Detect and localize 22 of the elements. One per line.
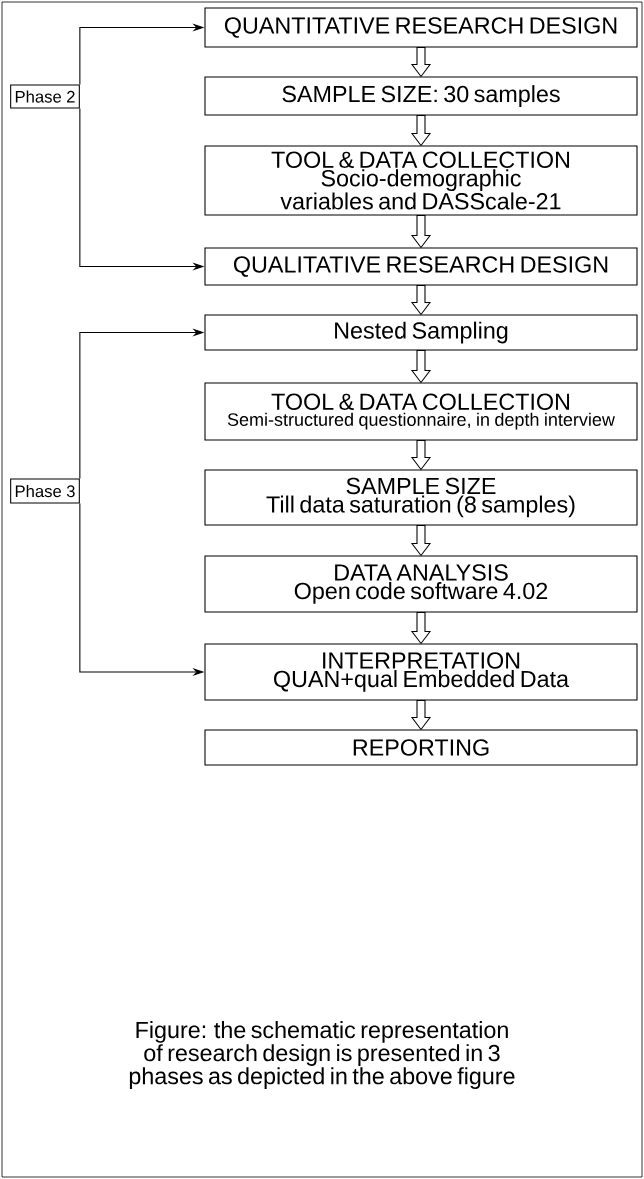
- process-box: TOOL & DATA COLLECTION Semi-structured questionnaire, in depth interview: [204, 382, 638, 441]
- hollow-arrow: [410, 115, 432, 147]
- process-box: SAMPLE SIZE: 30 samples: [204, 76, 638, 116]
- process-box: INTERPRETATION QUAN+qual Embedded Data: [204, 643, 638, 701]
- phase-label: Phase 2: [10, 84, 80, 109]
- hollow-arrow: [410, 440, 432, 471]
- hollow-arrow: [410, 350, 432, 384]
- process-box: QUANTITATIVE RESEARCH DESIGN: [204, 7, 638, 48]
- process-box: QUALITATIVE RESEARCH DESIGN: [204, 247, 638, 286]
- process-box: SAMPLE SIZE Till data saturation (8 samples): [204, 469, 638, 526]
- hollow-arrow: [410, 215, 432, 249]
- process-box: DATA ANALYSIS Open code software 4.02: [204, 555, 638, 613]
- hollow-arrow: [410, 525, 432, 557]
- process-box: Nested Sampling: [204, 314, 638, 351]
- process-box: REPORTING: [204, 729, 638, 766]
- process-box: TOOL & DATA COLLECTION Socio-demographic variables and DASScale-21: [204, 145, 638, 216]
- phase-label: Phase 3: [10, 478, 80, 504]
- caption: Figure: the schematic representation of research design is presented in 3 phases as depicted in the above figure: [129, 1021, 515, 1089]
- hollow-arrow: [410, 700, 432, 731]
- hollow-arrow: [410, 285, 432, 316]
- hollow-arrow: [410, 47, 432, 78]
- hollow-arrow: [410, 612, 432, 645]
